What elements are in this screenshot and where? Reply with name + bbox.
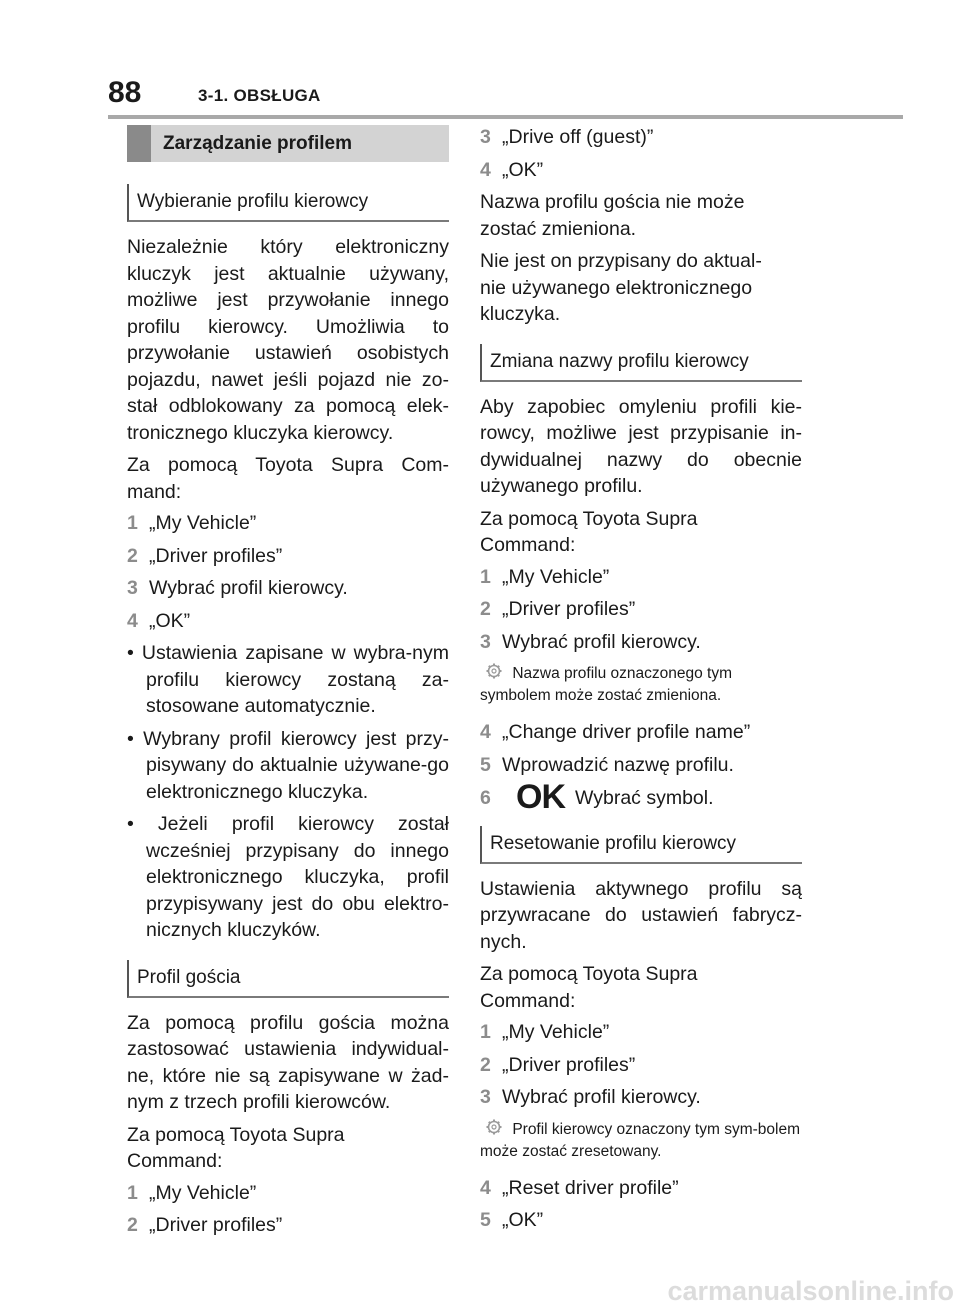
step-number: 2: [480, 598, 491, 620]
step-number: 2: [480, 1053, 491, 1076]
step-number: 4: [127, 609, 138, 632]
subsection-title: Resetowanie profilu kierowcy: [480, 825, 802, 864]
step-number: 1: [480, 565, 491, 588]
ok-icon: OK: [516, 778, 566, 816]
step-text: „My Vehicle”: [149, 1181, 257, 1204]
step-number: 4: [480, 721, 491, 743]
section-title: Zarządzanie profilem: [127, 125, 449, 162]
step-item: 5 Wprowadzić nazwę profilu.: [480, 752, 802, 779]
paragraph: Niezależnie który elektroniczny kluczyk …: [127, 236, 449, 444]
step-number: 2: [127, 1214, 138, 1236]
bullet-item: • Wybrany profil kierowcy jest przy-pisy…: [127, 727, 449, 803]
step-text: „Drive off (guest)”: [502, 126, 654, 148]
step-text: „OK”: [502, 1209, 544, 1231]
step-text: „Change driver profile name”: [502, 721, 751, 743]
step-item: 1 „My Vehicle”: [480, 564, 802, 591]
step-item: 2 „Driver profiles”: [127, 543, 449, 570]
step-item: 1 „My Vehicle”: [127, 1180, 449, 1207]
step-item: 3 Wybrać profil kierowcy.: [480, 629, 802, 656]
step-number: 1: [127, 512, 138, 534]
step-text: „Driver profiles”: [502, 598, 636, 620]
step-item: 2 „Driver profiles”: [480, 1052, 802, 1079]
step-item: 2 „Driver profiles”: [480, 596, 802, 623]
step-item: 4 „Reset driver profile”: [480, 1175, 802, 1202]
step-number: 1: [127, 1181, 138, 1204]
header-rule: [108, 115, 903, 119]
step-number: 5: [480, 753, 491, 776]
paragraph: Za pomocą Toyota Supra Com-mand:: [127, 454, 449, 503]
subsection-title: Wybieranie profilu kierowcy: [127, 184, 449, 222]
paragraph: Za pomocą Toyota Supra Command:: [480, 507, 698, 557]
paragraph: Za pomocą Toyota Supra Command:: [480, 963, 698, 1012]
step-number: 4: [480, 1176, 491, 1199]
step-number: 6: [480, 787, 491, 809]
step-item: 4 „OK”: [127, 608, 449, 635]
bullet-item: • Ustawienia zapisane w wybra-nym profil…: [127, 642, 449, 717]
step-item: 3 Wybrać profil kierowcy.: [480, 1084, 802, 1111]
step-item: 2 „Driver profiles”: [127, 1212, 449, 1239]
subsection-title: Profil gościa: [127, 959, 449, 998]
step-number: 3: [480, 1086, 491, 1108]
chapter-title: 3-1. OBSŁUGA: [198, 86, 321, 105]
step-item: 1 „My Vehicle”: [480, 1019, 802, 1046]
note-text: Profil kierowcy oznaczony tym sym-bolem …: [480, 1120, 801, 1160]
step-text: „Driver profiles”: [149, 1214, 283, 1236]
subsection-title: Zmiana nazwy profilu kierowcy: [480, 343, 802, 382]
step-item: 4 „Change driver profile name”: [480, 719, 802, 746]
step-item: 6 OK Wybrać symbol.: [480, 778, 802, 816]
step-text: Wprowadzić nazwę profilu.: [502, 753, 734, 776]
step-item: 3 Wybrać profil kierowcy.: [127, 575, 449, 602]
step-text: „Driver profiles”: [149, 544, 283, 567]
step-number: 1: [480, 1021, 491, 1043]
step-text: Wybrać profil kierowcy.: [149, 577, 348, 599]
step-text: „Driver profiles”: [502, 1053, 636, 1076]
step-text: „OK”: [149, 609, 191, 632]
left-column: Zarządzanie profilem Wybieranie profilu …: [127, 125, 449, 1239]
paragraph: Nazwa profilu gościa nie może zostać zmi…: [480, 191, 745, 240]
paragraph: Za pomocą Toyota Supra Command:: [127, 1123, 345, 1173]
paragraph: Za pomocą profilu gościa można zastosowa…: [127, 1011, 449, 1114]
paragraph: Ustawienia aktywnego profilu są przywrac…: [480, 877, 802, 953]
step-text: „OK”: [502, 158, 544, 181]
step-text: „My Vehicle”: [149, 512, 257, 534]
paragraph: Nie jest on przypisany do aktual-nie uży…: [480, 250, 762, 325]
step-item: 5 „OK”: [480, 1207, 802, 1234]
step-item: 1 „My Vehicle”: [127, 510, 449, 537]
step-text: Wybrać profil kierowcy.: [502, 1086, 701, 1108]
step-number: 3: [480, 630, 491, 653]
gear-icon: [486, 663, 502, 679]
paragraph: Aby zapobiec omyleniu profili kie-rowcy,…: [480, 395, 802, 498]
step-text: Wybrać symbol.: [575, 787, 714, 809]
step-number: 3: [480, 126, 491, 148]
watermark: carmanualsonline.info: [667, 1276, 954, 1306]
step-number: 4: [480, 158, 491, 181]
step-number: 5: [480, 1209, 491, 1231]
bullet-item: • Jeżeli profil kierowcy został wcześnie…: [127, 813, 449, 941]
step-number: 2: [127, 544, 138, 567]
step-number: 3: [127, 577, 138, 599]
step-item: 3 „Drive off (guest)”: [480, 124, 802, 151]
note: Nazwa profilu oznaczonego tym symbolem m…: [480, 663, 802, 707]
note-text: Nazwa profilu oznaczonego tym symbolem m…: [480, 665, 733, 704]
step-text: „Reset driver profile”: [502, 1176, 679, 1199]
step-item: 4 „OK”: [480, 157, 802, 184]
right-column: 3 „Drive off (guest)” 4 „OK” Nazwa profilu…: [480, 124, 802, 1234]
step-text: „My Vehicle”: [502, 1021, 610, 1043]
gear-icon: [486, 1119, 502, 1134]
step-text: Wybrać profil kierowcy.: [502, 630, 701, 653]
note: Profil kierowcy oznaczony tym sym-bolem …: [480, 1119, 802, 1163]
step-text: „My Vehicle”: [502, 565, 610, 588]
page-number: 88: [108, 76, 142, 109]
